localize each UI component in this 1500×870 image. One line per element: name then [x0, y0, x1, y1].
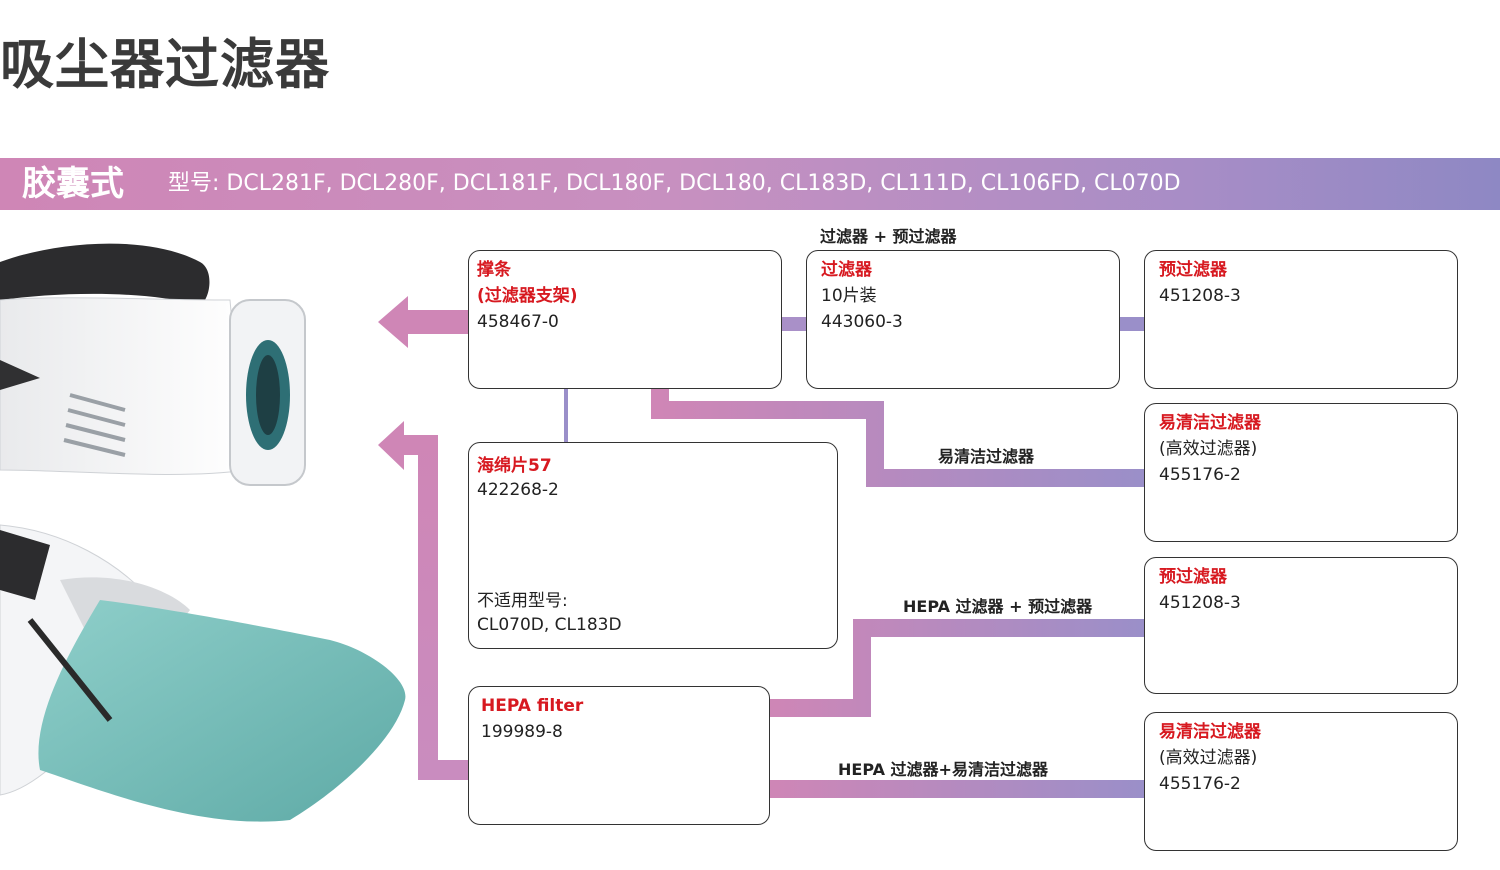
support-code: 458467-0 [477, 312, 559, 332]
easyclean2-sub: (高效过滤器) [1159, 748, 1258, 768]
banner-models: 型号: DCL281F, DCL280F, DCL181F, DCL180F, … [168, 171, 1181, 196]
filter-code: 443060-3 [821, 312, 903, 332]
prefilter1-code: 451208-3 [1159, 286, 1241, 306]
filter-qty: 10片装 [821, 286, 877, 306]
label-filter-prefilter: 过滤器 + 预过滤器 [820, 227, 957, 246]
label-hepa-easy-clean: HEPA 过滤器+易清洁过滤器 [838, 760, 1048, 779]
vacuum-photo-top [0, 243, 306, 486]
banner-title: 胶囊式 [22, 164, 124, 204]
model-banner: 胶囊式 型号: DCL281F, DCL280F, DCL181F, DCL18… [0, 158, 1500, 210]
card-prefilter-1[interactable]: 预过滤器 451208-3 [1144, 250, 1458, 389]
card-easy-clean-2[interactable]: 易清洁过滤器 (高效过滤器) 455176-2 [1144, 712, 1458, 851]
card-prefilter-2[interactable]: 预过滤器 451208-3 [1144, 557, 1458, 694]
sponge-note-models: CL070D, CL183D [477, 615, 622, 635]
arrow-left-icon [378, 296, 468, 348]
sponge-name: 海绵片57 [477, 456, 552, 476]
card-hepa[interactable]: HEPA filter 199989-8 [468, 686, 770, 825]
vacuum-photo-bottom [0, 524, 406, 822]
label-hepa-prefilter: HEPA 过滤器 + 预过滤器 [903, 597, 1093, 616]
prefilter2-name: 预过滤器 [1159, 567, 1227, 587]
prefilter1-name: 预过滤器 [1159, 260, 1227, 280]
filter-name: 过滤器 [821, 260, 872, 280]
easyclean1-sub: (高效过滤器) [1159, 439, 1258, 459]
arrow-left-icon [378, 421, 418, 470]
easyclean2-name: 易清洁过滤器 [1159, 722, 1261, 742]
support-name2: (过滤器支架) [477, 286, 578, 306]
card-sponge[interactable]: 海绵片57 422268-2 不适用型号: CL070D, CL183D [468, 442, 838, 649]
hepa-code: 199989-8 [481, 722, 563, 742]
card-support[interactable]: 撑条 (过滤器支架) 458467-0 [468, 250, 782, 389]
easyclean1-name: 易清洁过滤器 [1159, 413, 1261, 433]
sponge-code: 422268-2 [477, 480, 559, 500]
hepa-name: HEPA filter [481, 696, 584, 716]
easyclean2-code: 455176-2 [1159, 774, 1241, 794]
label-easy-clean: 易清洁过滤器 [938, 447, 1035, 466]
prefilter2-code: 451208-3 [1159, 593, 1241, 613]
page-title: 吸尘器过滤器 [0, 33, 330, 96]
support-name: 撑条 [477, 260, 511, 280]
sponge-note-title: 不适用型号: [477, 591, 568, 611]
card-filter[interactable]: 过滤器 10片装 443060-3 [806, 250, 1120, 389]
easyclean1-code: 455176-2 [1159, 465, 1241, 485]
card-easy-clean-1[interactable]: 易清洁过滤器 (高效过滤器) 455176-2 [1144, 403, 1458, 542]
